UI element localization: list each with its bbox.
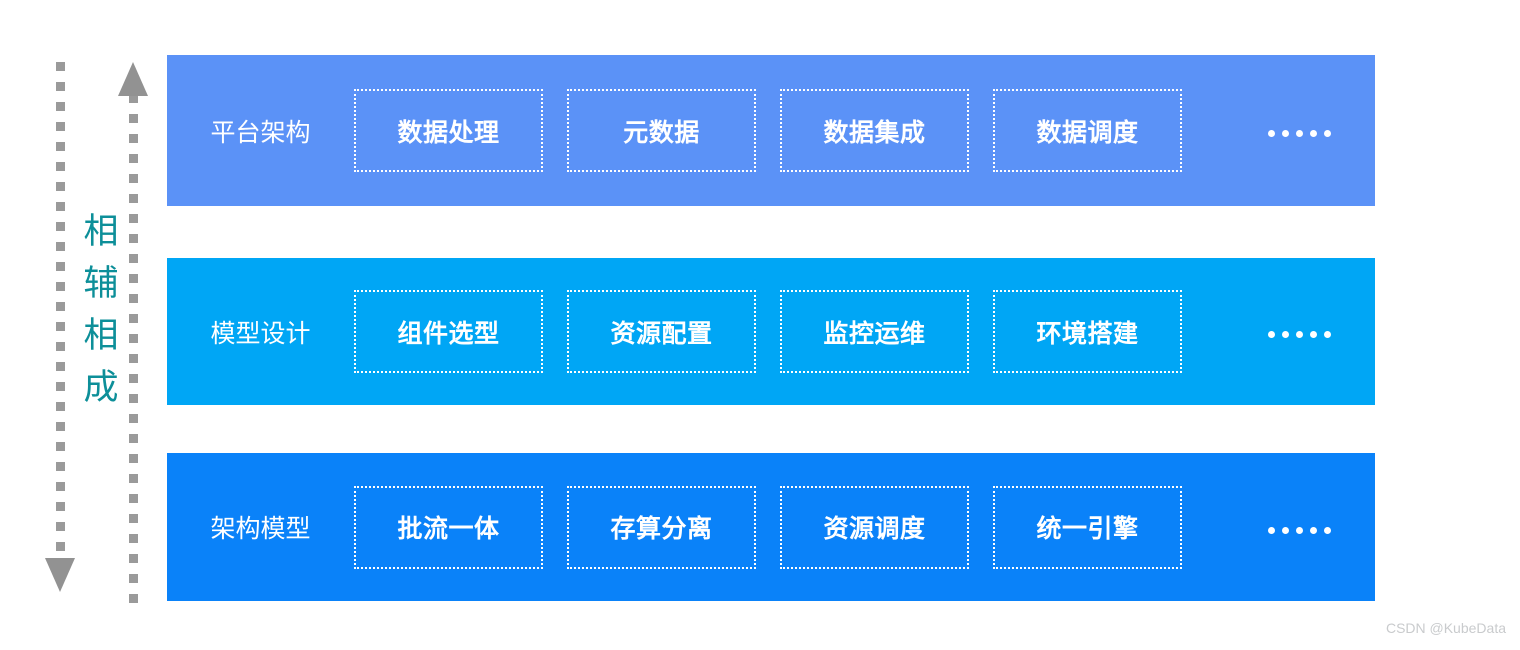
ellipsis-icon: [1268, 331, 1331, 338]
mutual-relationship-axis: 相 辅 相 成: [0, 0, 167, 650]
vertical-caption-char-1: 相: [83, 212, 119, 251]
up-arrow-icon: [118, 62, 148, 96]
ellipsis-icon: [1268, 130, 1331, 137]
chip-label: 统一引擎: [1036, 515, 1139, 543]
chip-label: 环境搭建: [1036, 319, 1139, 348]
vertical-caption-char-3: 相: [83, 316, 119, 355]
vertical-caption-char-4: 成: [83, 368, 119, 407]
watermark: CSDN @KubeData: [1385, 620, 1506, 636]
chip-item[interactable]: 数据集成: [780, 89, 969, 172]
chip-item[interactable]: 组件选型: [354, 290, 543, 373]
chip-label: 数据集成: [823, 118, 926, 147]
dashed-line-descending: [56, 62, 65, 556]
row-label: 模型设计: [210, 319, 311, 348]
layer-row-architecture-model: 架构模型 批流一体 存算分离 资源调度 统一引擎: [167, 453, 1375, 601]
chip-label: 资源配置: [610, 319, 713, 348]
layer-row-model-design: 模型设计 组件选型 资源配置 监控运维 环境搭建: [167, 258, 1375, 405]
chip-label: 资源调度: [823, 515, 926, 543]
chip-item[interactable]: 元数据: [567, 89, 756, 172]
ellipsis-icon: [1268, 526, 1331, 534]
chip-label: 组件选型: [397, 319, 500, 348]
chip-item[interactable]: 资源配置: [567, 290, 756, 373]
vertical-caption-char-2: 辅: [83, 264, 119, 303]
row-label: 架构模型: [210, 515, 311, 543]
chip-item[interactable]: 数据调度: [993, 89, 1182, 172]
chip-item[interactable]: 存算分离: [567, 485, 756, 569]
chip-item[interactable]: 环境搭建: [993, 290, 1182, 373]
chip-label: 批流一体: [397, 515, 500, 543]
row-label: 平台架构: [210, 118, 311, 147]
chip-label: 数据调度: [1036, 118, 1139, 147]
dashed-line-ascending: [129, 94, 138, 604]
chip-item[interactable]: 数据处理: [354, 89, 543, 172]
chip-label: 元数据: [623, 118, 700, 147]
chip-item[interactable]: 资源调度: [780, 485, 969, 569]
chip-label: 存算分离: [610, 515, 713, 543]
layer-row-platform-architecture: 平台架构 数据处理 元数据 数据集成 数据调度: [167, 55, 1375, 206]
chip-item[interactable]: 监控运维: [780, 290, 969, 373]
down-arrow-icon: [45, 558, 75, 592]
vertical-caption: 相 辅 相 成: [78, 206, 124, 414]
chip-label: 数据处理: [397, 118, 500, 147]
chip-item[interactable]: 统一引擎: [993, 485, 1182, 569]
chip-label: 监控运维: [823, 319, 926, 348]
chip-item[interactable]: 批流一体: [354, 485, 543, 569]
